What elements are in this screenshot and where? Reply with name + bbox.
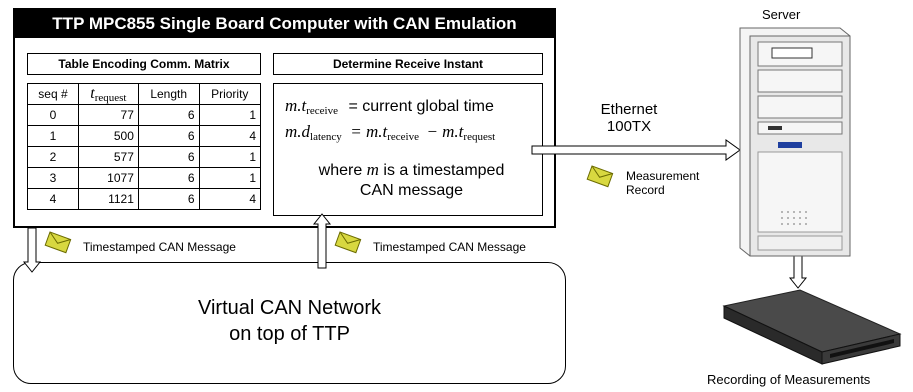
formula-line-2: m.dlatency = m.treceive − m.trequest	[285, 122, 495, 143]
network-line-2: on top of TTP	[229, 323, 350, 345]
cell-len: 6	[137, 188, 200, 210]
server-tower-icon	[739, 27, 851, 257]
timestamped-label-right: Timestamped CAN Message	[373, 240, 526, 254]
where-suffix: is a timestamped	[378, 162, 505, 179]
envelope-icon	[334, 231, 362, 254]
where-var: m	[366, 160, 379, 179]
timestamped-label-left: Timestamped CAN Message	[83, 240, 236, 254]
table-header-row: seq # trequest Length Priority	[27, 83, 261, 105]
formula1-rhs: = current global time	[348, 98, 494, 115]
formula2-sub3: request	[463, 131, 496, 143]
ethernet-arrow-icon	[531, 139, 741, 161]
where-line-2: CAN message	[359, 182, 464, 199]
formula1-lhs: m.t	[285, 96, 307, 115]
formula2-eq: = m.t	[350, 122, 388, 141]
table-row: 0 77 6 1	[27, 104, 261, 126]
server-label: Server	[762, 7, 801, 22]
measurement-line-1: Measurement	[626, 169, 700, 183]
disk-drive-icon	[722, 289, 902, 365]
formula-line-1: m.treceive = current global time	[285, 96, 494, 117]
formula1-sub: receive	[306, 105, 338, 117]
table-row: 2 577 6 1	[27, 146, 261, 168]
board-box: TTP MPC855 Single Board Computer with CA…	[13, 8, 556, 228]
formula2-sub: latency	[310, 131, 342, 143]
table-row: 4 1121 6 4	[27, 188, 261, 210]
arrow-icon	[788, 255, 808, 289]
recording-label: Recording of Measurements	[707, 372, 871, 387]
arrow-icon	[22, 227, 42, 273]
formula2-sub2: receive	[387, 131, 419, 143]
virtual-can-network-box: Virtual CAN Network on top of TTP	[13, 262, 566, 384]
measurement-line-2: Record	[626, 183, 665, 197]
where-prefix: where	[318, 162, 367, 179]
arrow-icon	[312, 213, 332, 269]
t-sub: request	[94, 91, 127, 104]
col-length: Length	[137, 83, 200, 105]
cell-prio: 4	[198, 188, 261, 210]
formula2-minus: − m.t	[426, 122, 464, 141]
t-symbol: t	[90, 84, 95, 102]
envelope-icon	[44, 231, 72, 254]
cell-seq: 4	[27, 188, 79, 210]
board-title: TTP MPC855 Single Board Computer with CA…	[15, 10, 554, 38]
table-row: 3 1077 6 1	[27, 167, 261, 189]
matrix-header: Table Encoding Comm. Matrix	[27, 53, 261, 75]
ethernet-label: Ethernet 100TX	[594, 101, 664, 135]
cell-t: 577	[77, 146, 139, 168]
receive-header: Determine Receive Instant	[273, 53, 543, 75]
comm-matrix-table: seq # trequest Length Priority 0 77 6 1 …	[27, 83, 261, 210]
cell-t: 500	[77, 125, 139, 147]
cell-t: 77	[77, 104, 139, 126]
network-line-1: Virtual CAN Network	[197, 297, 382, 319]
measurement-label: Measurement Record	[626, 169, 699, 197]
col-priority: Priority	[198, 83, 261, 105]
cell-t: 1121	[77, 188, 139, 210]
table-row: 1 500 6 4	[27, 125, 261, 147]
where-line-1: where m is a timestamped	[289, 160, 534, 180]
ethernet-line-1: Ethernet	[600, 101, 658, 118]
formula2-lhs: m.d	[285, 122, 311, 141]
cell-prio: 4	[198, 125, 261, 147]
envelope-icon	[586, 165, 614, 188]
ethernet-line-2: 100TX	[606, 118, 652, 135]
